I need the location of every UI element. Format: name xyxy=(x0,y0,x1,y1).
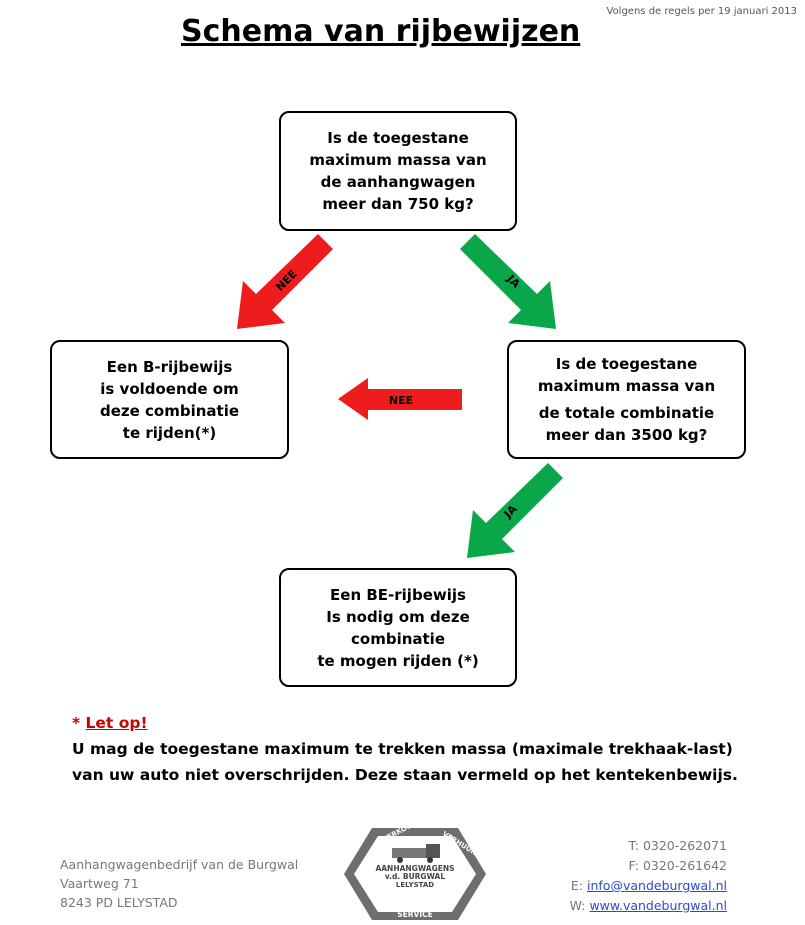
logo-line-2: v.d. BURGWAL xyxy=(385,872,445,881)
node-line: meer dan 3500 kg? xyxy=(545,426,708,444)
question-trailer-mass: Is de toegestane maximum massa van de aa… xyxy=(279,111,517,231)
node-line: combinatie xyxy=(351,629,445,648)
logo-line-1: AANHANGWAGENS xyxy=(375,864,454,873)
node-line: meer dan 750 kg? xyxy=(322,195,474,213)
date-note: Volgens de regels per 19 januari 2013 xyxy=(606,6,798,17)
node-line: Een B-rijbewijs xyxy=(106,357,233,376)
note-title: Let op! xyxy=(85,714,148,732)
email-label: E: xyxy=(570,878,584,893)
note: * Let op! U mag de toegestane maximum te… xyxy=(72,710,738,788)
node-line: te mogen rijden (*) xyxy=(317,651,479,670)
node-line: Is de toegestane xyxy=(327,129,469,147)
footer-address: Aanhangwagenbedrijf van de Burgwal Vaart… xyxy=(60,855,298,912)
node-line: te rijden(*) xyxy=(122,423,217,442)
logo-line-3: LELYSTAD xyxy=(396,881,434,889)
note-star: * xyxy=(72,714,81,732)
logo-bottom: SERVICE xyxy=(397,910,433,919)
city: 8243 PD LELYSTAD xyxy=(60,895,178,910)
footer-contact: T: 0320-262071 F: 0320-261642 E: info@va… xyxy=(570,836,727,916)
node-line: maximum massa van xyxy=(309,151,487,169)
note-heading: * Let op! xyxy=(72,710,738,736)
company-logo: VERKOOP VERHUUR AANHANGWAGENS v.d. BURGW… xyxy=(344,826,486,920)
web-label: W: xyxy=(569,898,586,913)
web-link[interactable]: www.vandeburgwal.nl xyxy=(589,898,727,913)
street: Vaartweg 71 xyxy=(60,876,139,891)
node-line: de aanhangwagen xyxy=(320,173,476,191)
fax: F: 0320-261642 xyxy=(628,858,727,873)
web-row: W: www.vandeburgwal.nl xyxy=(570,896,727,916)
result-b-license: Een B-rijbewijs is voldoende om deze com… xyxy=(50,340,289,459)
truck-icon xyxy=(392,844,440,863)
result-be-license: Een BE-rijbewijs Is nodig om deze combin… xyxy=(279,568,517,687)
email-link[interactable]: info@vandeburgwal.nl xyxy=(587,878,727,893)
arrow-q1-yes: JA xyxy=(460,234,556,329)
page-title: Schema van rijbewijzen xyxy=(181,14,581,49)
arrow-q2-yes: JA xyxy=(467,463,563,558)
company-name: Aanhangwagenbedrijf van de Burgwal xyxy=(60,857,299,872)
node-line: de totale combinatie xyxy=(538,404,715,422)
node-line: Is nodig om deze xyxy=(326,607,470,626)
arrow-q1-no: NEE xyxy=(237,234,333,329)
arrow-q2-no-label: NEE xyxy=(389,394,413,407)
node-line: Een BE-rijbewijs xyxy=(330,585,466,604)
note-line-2: van uw auto niet overschrijden. Deze sta… xyxy=(72,766,738,784)
node-line: is voldoende om xyxy=(100,379,239,398)
email-row: E: info@vandeburgwal.nl xyxy=(570,876,727,896)
question-combination-mass: Is de toegestane maximum massa van de to… xyxy=(507,340,746,459)
node-line: deze combinatie xyxy=(99,401,240,420)
node-line: maximum massa van xyxy=(537,377,716,395)
arrow-q2-no: NEE xyxy=(338,378,462,420)
phone: T: 0320-262071 xyxy=(628,838,728,853)
node-line: Is de toegestane xyxy=(555,355,698,373)
note-line-1: U mag de toegestane maximum te trekken m… xyxy=(72,740,733,758)
